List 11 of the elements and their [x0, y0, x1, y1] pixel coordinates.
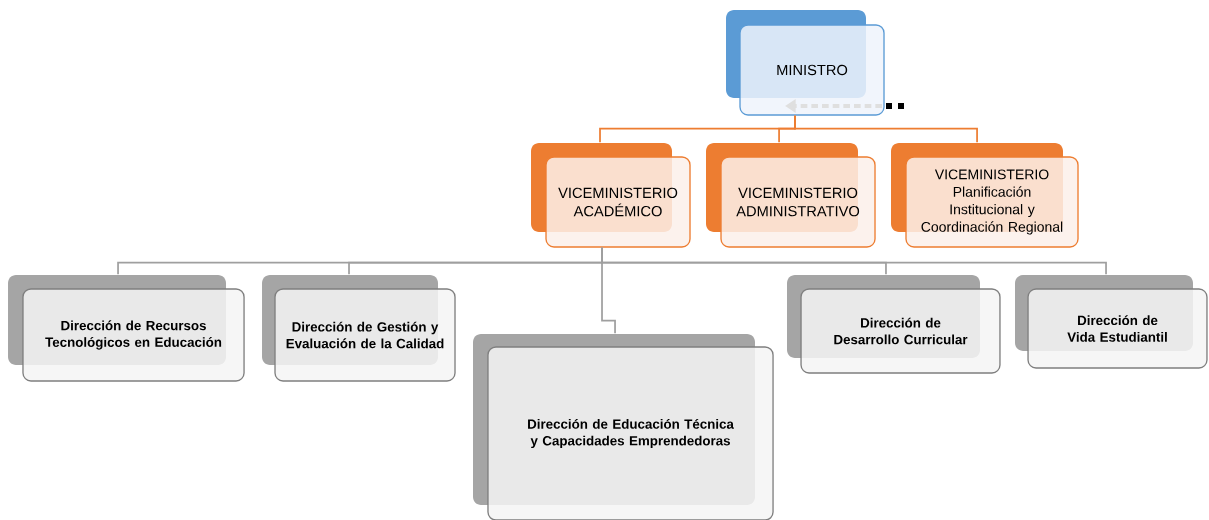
org-box: Dirección de Educación Técnica y Capacidades Emprendedoras: [473, 334, 774, 520]
connector-line: [794, 114, 978, 144]
org-box: Dirección de Vida Estudiantil: [1015, 275, 1208, 369]
org-box: Dirección de Gestión y Evaluación de la Calidad: [262, 275, 456, 382]
connector-line: [601, 246, 1107, 276]
org-box: VICEMINISTERIO ADMINISTRATIVO: [706, 143, 876, 248]
org-box: Dirección de Recursos Tecnológicos en Educación: [8, 275, 245, 382]
org-box: VICEMINISTERIO Planificación Institucional y Coordinación Regional: [891, 143, 1079, 248]
org-box: VICEMINISTERIO ACADÉMICO: [531, 143, 691, 248]
org-box: Dirección de Desarrollo Curricular: [787, 275, 1001, 374]
org-box: MINISTRO: [726, 10, 885, 116]
